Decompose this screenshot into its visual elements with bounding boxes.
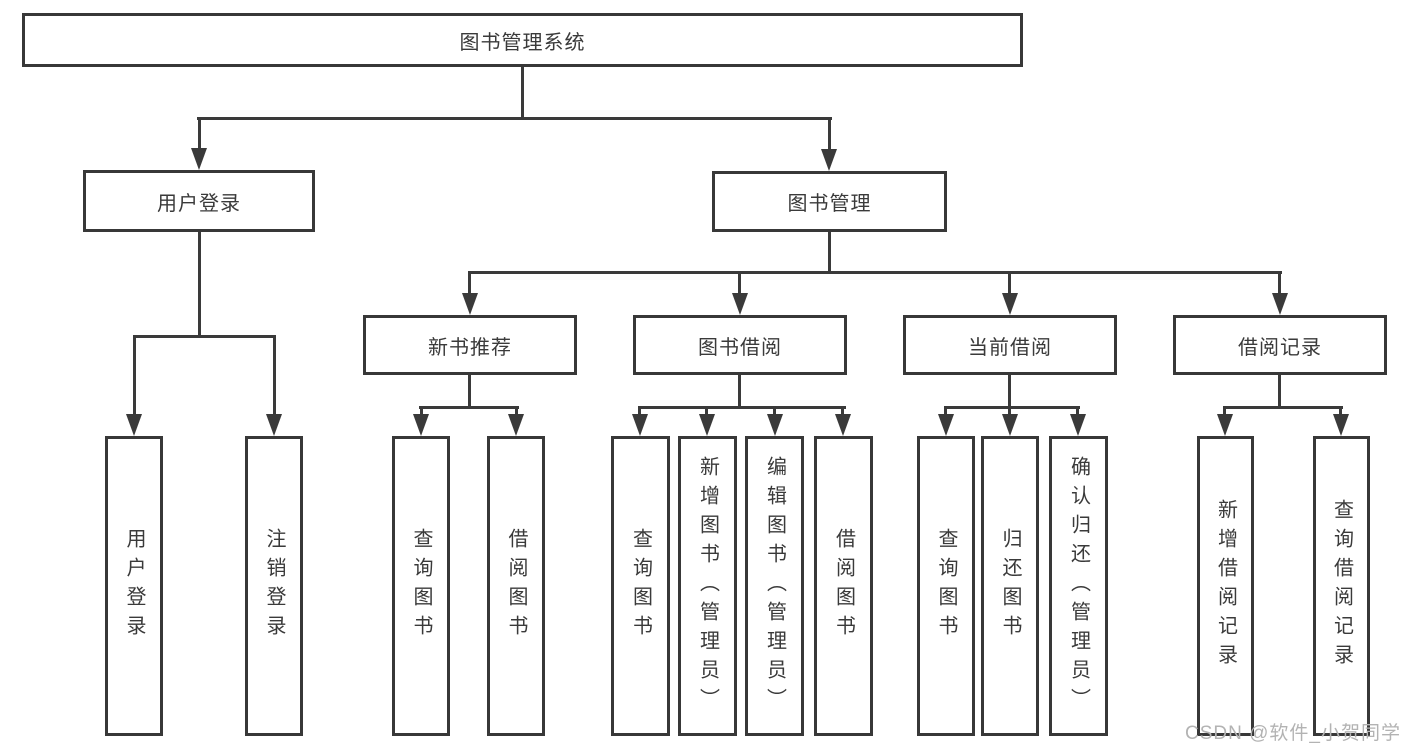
- csdn-watermark: CSDN @软件_小贺同学: [1185, 723, 1401, 744]
- leaf-confirm-return-admin: 确认归还（管理员）: [1049, 436, 1108, 736]
- leaf-edit-books-admin: 编辑图书（管理员）: [745, 436, 804, 736]
- node-current-borrow: 当前借阅: [903, 315, 1117, 375]
- arrowhead-icon: [699, 414, 715, 436]
- arrowhead-icon: [938, 414, 954, 436]
- leaf-add-borrow-record-label: 新增借阅记录: [1214, 499, 1237, 673]
- connector-drop-current-borrow: [1008, 271, 1011, 296]
- leaf-borrow-books-recommend: 借阅图书: [487, 436, 545, 736]
- leaf-add-borrow-record: 新增借阅记录: [1197, 436, 1254, 736]
- connector-new-book-stem: [468, 375, 471, 408]
- node-book-management-label: 图书管理: [787, 193, 872, 215]
- connector-drop: [638, 406, 641, 417]
- leaf-confirm-return-admin-label: 确认归还（管理员）: [1067, 455, 1090, 717]
- leaf-return-books-label: 归还图书: [999, 528, 1021, 644]
- arrowhead-icon: [508, 414, 524, 436]
- connector-new-book-rail: [419, 406, 519, 409]
- arrowhead-icon: [1070, 414, 1086, 436]
- connector-drop: [841, 406, 844, 417]
- connector-drop-new-book: [468, 271, 471, 296]
- connector-book-management-rail: [468, 271, 1282, 274]
- connector-drop: [515, 406, 518, 417]
- node-borrow-records: 借阅记录: [1173, 315, 1387, 375]
- node-book-management: 图书管理: [712, 171, 947, 232]
- arrowhead-icon: [632, 414, 648, 436]
- arrowhead-icon: [1333, 414, 1349, 436]
- leaf-borrow-books: 借阅图书: [814, 436, 873, 736]
- connector-user-login-stem: [198, 232, 201, 337]
- connector-drop-borrow-records: [1278, 271, 1281, 296]
- arrowhead-icon: [1002, 293, 1018, 315]
- leaf-query-books-borrow: 查询图书: [611, 436, 670, 736]
- node-book-borrow-label: 图书借阅: [698, 336, 782, 359]
- arrowhead-icon: [732, 293, 748, 315]
- node-user-login-label: 用户登录: [157, 192, 241, 215]
- connector-current-borrow-rail: [944, 406, 1080, 409]
- connector-user-login-rail: [133, 335, 276, 338]
- arrowhead-icon: [821, 149, 837, 171]
- leaf-return-books: 归还图书: [981, 436, 1039, 736]
- node-book-borrow: 图书借阅: [633, 315, 847, 375]
- connector-drop: [944, 406, 947, 417]
- node-book-management-system: 图书管理系统: [22, 13, 1023, 67]
- connector-borrow-records-rail: [1223, 406, 1343, 409]
- leaf-borrow-books-label: 借阅图书: [832, 528, 855, 644]
- node-new-book-recommend: 新书推荐: [363, 315, 577, 375]
- leaf-query-books-recommend: 查询图书: [392, 436, 450, 736]
- connector-root-stem: [521, 67, 524, 117]
- leaf-query-borrow-record-label: 查询借阅记录: [1330, 499, 1353, 673]
- arrowhead-icon: [126, 414, 142, 436]
- connector-drop-user-login: [198, 117, 201, 150]
- connector-drop: [1223, 406, 1226, 417]
- connector-drop-book-borrow: [738, 271, 741, 296]
- arrowhead-icon: [266, 414, 282, 436]
- leaf-query-books-current: 查询图书: [917, 436, 975, 736]
- leaf-query-books-recommend-label: 查询图书: [410, 528, 432, 644]
- leaf-query-books-current-label: 查询图书: [935, 528, 957, 644]
- connector-drop: [773, 406, 776, 417]
- leaf-add-books-admin: 新增图书（管理员）: [678, 436, 737, 736]
- arrowhead-icon: [462, 293, 478, 315]
- leaf-user-login-label: 用户登录: [123, 528, 145, 644]
- connector-book-management-stem: [828, 232, 831, 274]
- connector-root-rail: [197, 117, 832, 120]
- node-new-book-recommend-label: 新书推荐: [428, 336, 512, 359]
- connector-drop-leaf-user-login: [133, 335, 136, 416]
- leaf-query-books-borrow-label: 查询图书: [629, 528, 652, 644]
- connector-drop-leaf-logout: [273, 335, 276, 416]
- node-user-login: 用户登录: [83, 170, 315, 232]
- arrowhead-icon: [1272, 293, 1288, 315]
- leaf-logout-label: 注销登录: [263, 528, 285, 644]
- connector-book-borrow-stem: [738, 375, 741, 408]
- leaf-add-books-admin-label: 新增图书（管理员）: [696, 455, 719, 717]
- connector-drop: [420, 406, 423, 417]
- arrowhead-icon: [1217, 414, 1233, 436]
- connector-drop: [705, 406, 708, 417]
- connector-drop: [1339, 406, 1342, 417]
- node-book-management-system-label: 图书管理系统: [459, 31, 586, 54]
- leaf-user-login: 用户登录: [105, 436, 163, 736]
- node-borrow-records-label: 借阅记录: [1238, 336, 1322, 359]
- arrowhead-icon: [1002, 414, 1018, 436]
- connector-current-borrow-stem: [1008, 375, 1011, 408]
- connector-drop: [1076, 406, 1079, 417]
- leaf-edit-books-admin-label: 编辑图书（管理员）: [763, 455, 786, 717]
- arrowhead-icon: [835, 414, 851, 436]
- connector-borrow-records-stem: [1278, 375, 1281, 408]
- leaf-logout: 注销登录: [245, 436, 303, 736]
- connector-drop: [1008, 406, 1011, 417]
- arrowhead-icon: [413, 414, 429, 436]
- leaf-query-borrow-record: 查询借阅记录: [1313, 436, 1370, 736]
- node-current-borrow-label: 当前借阅: [968, 336, 1052, 359]
- arrowhead-icon: [767, 414, 783, 436]
- connector-drop-book-management: [828, 117, 831, 150]
- connector-book-borrow-rail: [638, 406, 846, 409]
- leaf-borrow-books-recommend-label: 借阅图书: [505, 528, 527, 644]
- arrowhead-icon: [191, 148, 207, 170]
